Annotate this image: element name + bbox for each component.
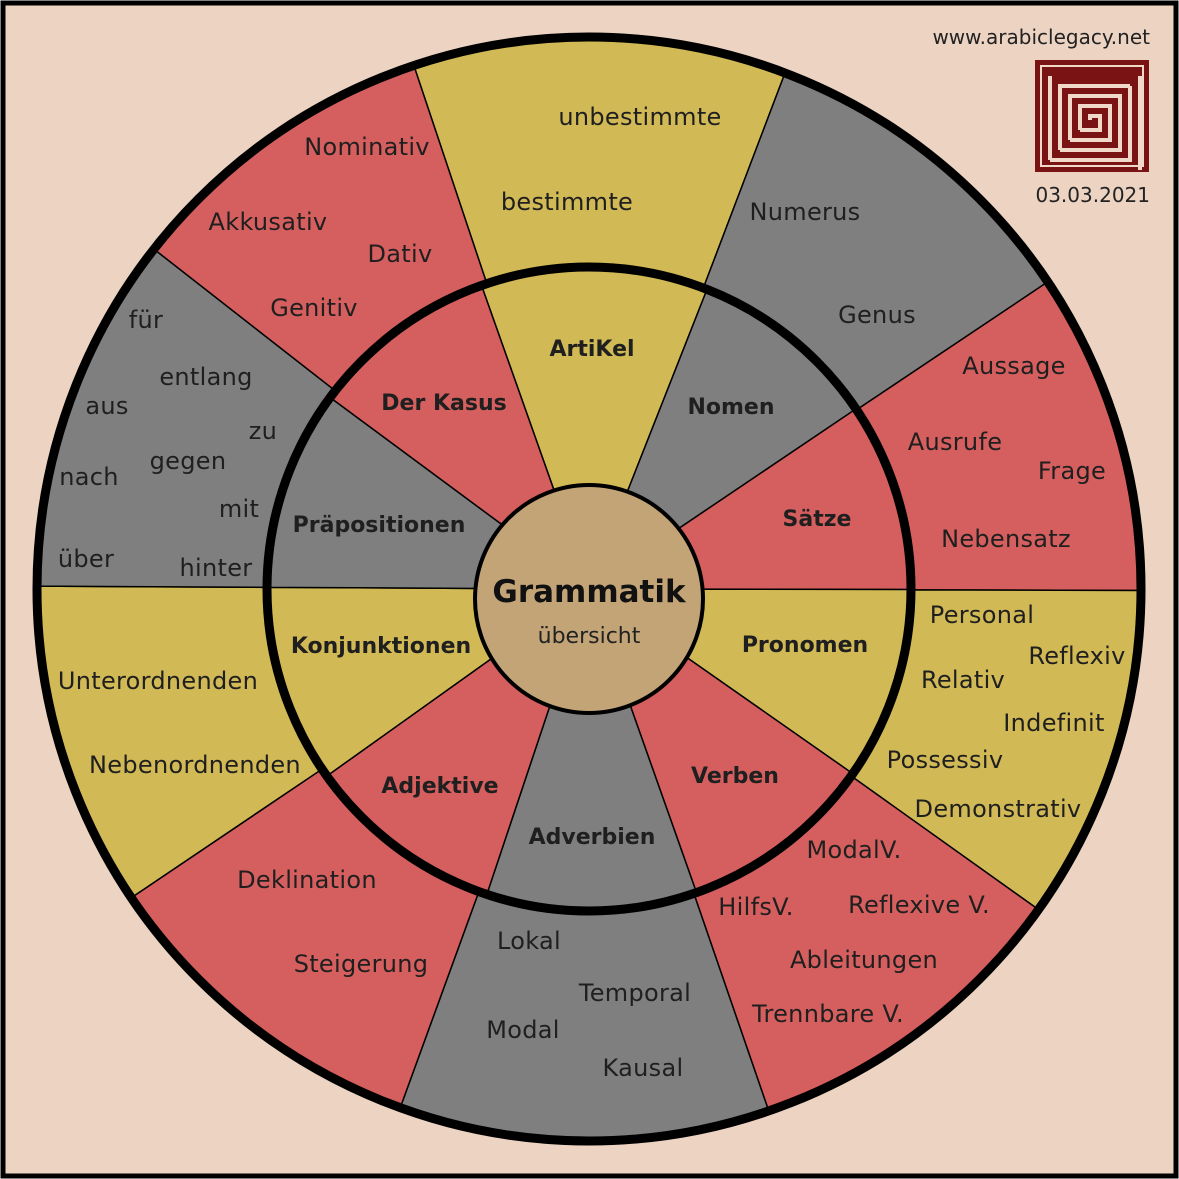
category-label-artikel: ArtiKel xyxy=(549,337,634,362)
item-label-reflexive-v: Reflexive V. xyxy=(848,891,990,919)
center-title: Grammatik xyxy=(492,574,687,610)
item-label-demonstrativ: Demonstrativ xyxy=(915,795,1082,823)
date-label: 03.03.2021 xyxy=(1035,183,1150,207)
category-label-satze: Sätze xyxy=(783,507,852,532)
item-label-lokal: Lokal xyxy=(497,927,561,955)
item-label-nach: nach xyxy=(59,463,119,491)
item-label-zu: zu xyxy=(249,417,277,445)
category-label-der-kasus: Der Kasus xyxy=(381,391,506,416)
item-label-aussage: Aussage xyxy=(962,352,1065,380)
item-label-hinter: hinter xyxy=(180,554,253,582)
center-hub xyxy=(473,483,705,715)
category-label-pronomen: Pronomen xyxy=(742,633,868,658)
item-label-ableitungen: Ableitungen xyxy=(790,946,938,974)
item-label-unbestimmte: unbestimmte xyxy=(558,103,721,131)
item-label-trennbare-v: Trennbare V. xyxy=(751,1000,904,1028)
item-label-gegen: gegen xyxy=(150,447,227,475)
outer-ring xyxy=(36,36,1142,1142)
item-label-numerus: Numerus xyxy=(750,198,861,226)
item-label-deklination: Deklination xyxy=(237,866,377,894)
item-label-bestimmte: bestimmte xyxy=(501,188,633,216)
item-label-indefinit: Indefinit xyxy=(1003,709,1104,737)
item-label-temporal: Temporal xyxy=(578,979,691,1007)
item-label-personal: Personal xyxy=(930,601,1034,629)
item-label-relativ: Relativ xyxy=(921,666,1005,694)
category-label-prapositionen: Präpositionen xyxy=(293,513,466,538)
item-label-akkusativ: Akkusativ xyxy=(209,208,328,236)
item-label-reflexiv: Reflexiv xyxy=(1028,642,1125,670)
site-url[interactable]: www.arabiclegacy.net xyxy=(932,25,1150,49)
item-label-genitiv: Genitiv xyxy=(270,294,358,322)
category-label-nomen: Nomen xyxy=(687,395,774,420)
item-label-frage: Frage xyxy=(1038,457,1106,485)
item-label-ausrufe: Ausrufe xyxy=(908,428,1003,456)
item-label-dativ: Dativ xyxy=(368,240,433,268)
item-label-aus: aus xyxy=(85,392,128,420)
category-label-adjektive: Adjektive xyxy=(381,774,498,799)
inner-ring-border xyxy=(262,262,916,916)
item-label-nebensatz: Nebensatz xyxy=(941,525,1071,553)
item-label-uber: über xyxy=(58,545,114,573)
inner-ring xyxy=(266,266,912,912)
item-label-nominativ: Nominativ xyxy=(304,133,430,161)
item-label-entlang: entlang xyxy=(159,363,252,391)
center-subtitle: übersicht xyxy=(538,624,641,649)
item-label-kausal: Kausal xyxy=(603,1054,684,1082)
category-label-konjunktionen: Konjunktionen xyxy=(291,634,471,659)
item-label-modalv: ModalV. xyxy=(806,836,901,864)
category-label-verben: Verben xyxy=(691,764,779,789)
category-label-adverbien: Adverbien xyxy=(529,825,656,850)
item-label-nebenordnenden: Nebenordnenden xyxy=(89,751,301,779)
outer-ring-border xyxy=(32,32,1146,1146)
item-label-hilfsv: HilfsV. xyxy=(718,893,793,921)
arabic-calligraphy-logo-icon xyxy=(1035,60,1149,172)
item-label-modal: Modal xyxy=(486,1016,560,1044)
item-label-mit: mit xyxy=(219,495,259,523)
item-label-unterordnenden: Unterordnenden xyxy=(58,667,258,695)
item-label-genus: Genus xyxy=(838,301,916,329)
item-label-steigerung: Steigerung xyxy=(294,950,429,978)
item-label-possessiv: Possessiv xyxy=(887,746,1004,774)
item-label-fur: für xyxy=(129,306,163,334)
